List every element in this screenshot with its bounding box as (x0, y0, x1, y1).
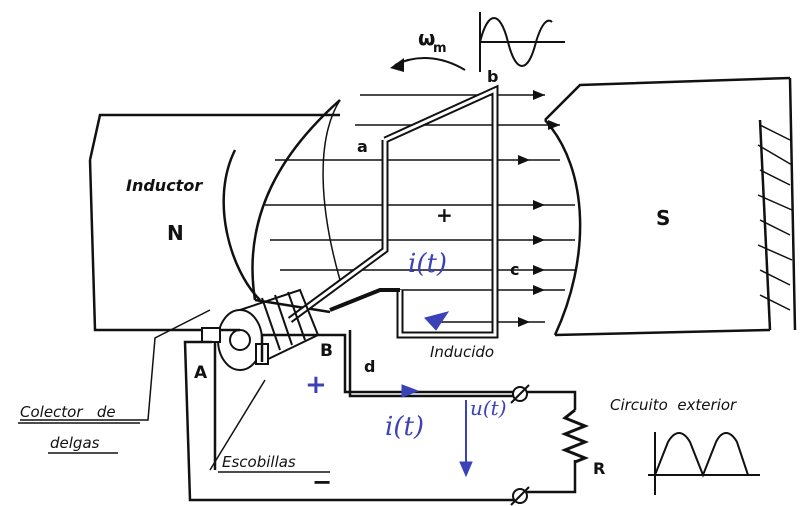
rotation-arrow (390, 57, 466, 72)
voltage-label: u(t) (470, 396, 507, 420)
resistor-symbol (560, 408, 590, 464)
point-a-label: a (357, 137, 368, 156)
terminal-b-label: B (320, 341, 333, 361)
terminal-a-label: A (194, 363, 208, 383)
terminal-minus-sign: − (312, 468, 332, 496)
brushes-label: Escobillas (222, 453, 296, 471)
terminal-plus-sign: + (305, 370, 327, 400)
collector-label-line2: delgas (50, 434, 100, 452)
armature-coil (287, 84, 499, 339)
exterior-circuit-label: Circuito exterior (610, 396, 737, 414)
exterior-circuit-wires (183, 330, 577, 502)
collector-label-line1: Colector de (20, 403, 116, 421)
omega-label: ω (418, 26, 435, 50)
point-b-label: b (487, 67, 498, 86)
inductor-label: Inductor (126, 176, 203, 195)
inducido-label: Inducido (430, 343, 494, 361)
point-d-label: d (364, 357, 375, 376)
terminals (510, 384, 530, 506)
coil-current-label: i(t) (408, 249, 447, 279)
field-lines (265, 94, 575, 323)
south-pole-broken-edge (757, 124, 793, 311)
north-pole-curve (322, 99, 341, 281)
north-pole-label: N (167, 221, 184, 245)
south-pole (544, 76, 797, 337)
collector-leader (20, 309, 266, 471)
brushes (201, 327, 269, 365)
omega-subscript: m (433, 41, 447, 56)
point-c-label: c (510, 260, 519, 279)
resistor-label: R (593, 459, 605, 478)
current-direction-marks (401, 311, 473, 478)
rectified-inset (648, 432, 760, 495)
field-arrowheads (518, 90, 560, 327)
coil-plus-sign: + (436, 203, 453, 227)
circuit-current-label: i(t) (385, 412, 424, 442)
sine-inset (479, 12, 565, 72)
south-pole-label: S (656, 206, 670, 230)
